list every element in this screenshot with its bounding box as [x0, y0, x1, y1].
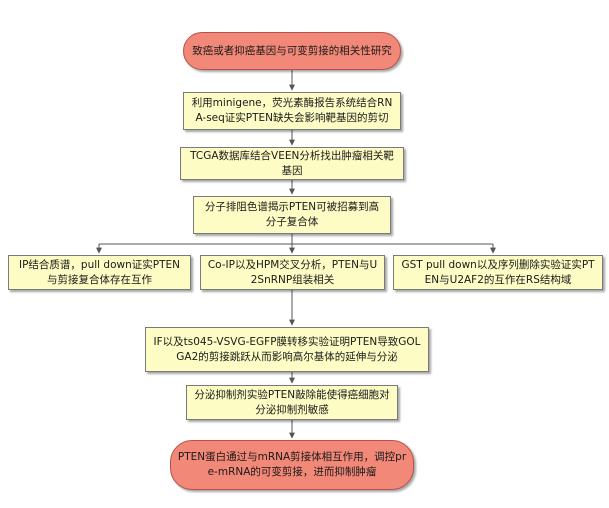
step-secretion-inhibitor: 分泌抑制剂实验PTEN敲除能使得癌细胞对分泌抑制剂敏感	[186, 385, 398, 420]
step-tcga-veen: TCGA数据库结合VEEN分析找出肿瘤相关靶基因	[180, 147, 404, 180]
branch-ip-mass-spec: IP结合质谱，pull down证实PTEN与剪接复合体存在互作	[8, 255, 191, 290]
branch-coip-hpm: Co-IP以及HPM交叉分析，PTEN与U2SnRNP组装相关	[200, 255, 385, 290]
step-if-vsvg: IF以及ts045-VSVG-EGFP膜转移实验证明PTEN导致GOLGA2的剪…	[145, 327, 429, 372]
start-node: 致癌或者抑癌基因与可变剪接的相关性研究	[183, 32, 401, 70]
end-node: PTEN蛋白通过与mRNA剪接体相互作用，调控pre-mRNA的可变剪接，进而抑…	[170, 440, 414, 490]
branch-gst-pulldown: GST pull down以及序列删除实验证实PTEN与U2AF2的互作在RS结…	[393, 255, 603, 290]
step-size-exclusion: 分子排阻色谱揭示PTEN可被招募到高分子复合体	[193, 196, 391, 234]
step-minigene-luciferase: 利用minigene，荧光素酶报告系统结合RNA-seq证实PTEN缺失会影响靶…	[183, 92, 401, 130]
